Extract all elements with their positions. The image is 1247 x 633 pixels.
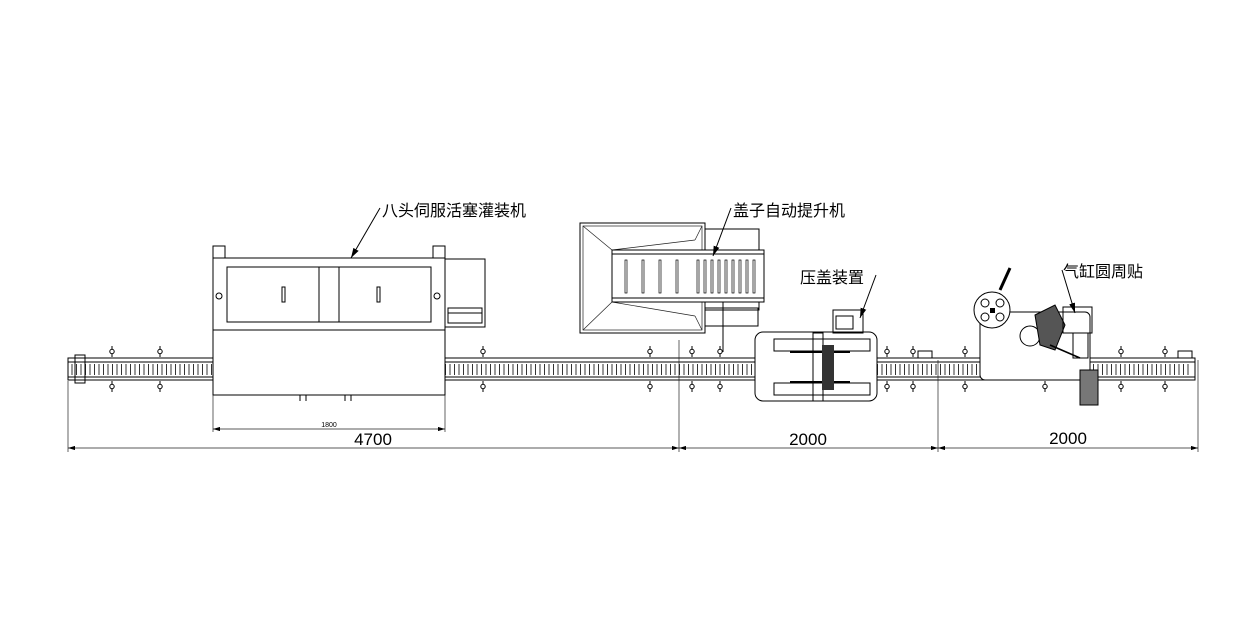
guide-bracket-knob xyxy=(1118,348,1124,355)
guide-bracket-knob xyxy=(717,348,723,355)
guide-bracket-knob xyxy=(717,383,723,390)
guide-bracket-knob xyxy=(910,348,916,355)
guide-bracket-knob xyxy=(647,348,653,355)
guide-bracket-knob xyxy=(884,348,890,355)
slat xyxy=(752,259,756,294)
cap-elevator-label: 盖子自动提升机 xyxy=(733,201,845,220)
guide-bracket-knob xyxy=(480,348,486,355)
labeler-label: 气缸圆周贴 xyxy=(1063,262,1143,281)
filler-label: 八头伺服活塞灌装机 xyxy=(382,201,526,220)
slat xyxy=(624,259,628,294)
guide-bracket-knob xyxy=(884,383,890,390)
dim-section-2: 2000 xyxy=(789,430,827,449)
capping-device xyxy=(754,309,878,402)
guide-bracket-knob xyxy=(480,383,486,390)
guide-bracket-knob xyxy=(910,383,916,390)
elevator-slats xyxy=(624,259,756,294)
guide-bracket-knob xyxy=(157,348,163,355)
guide-bracket-knob xyxy=(689,383,695,390)
guide-rail-brackets xyxy=(109,346,1168,392)
slat xyxy=(658,259,662,294)
dim-filler-width: 1800 xyxy=(321,422,337,429)
guide-bracket-knob xyxy=(109,383,115,390)
slat xyxy=(724,259,728,294)
dim-section-3: 2000 xyxy=(1049,429,1087,448)
guide-bracket-knob xyxy=(1118,383,1124,390)
slat xyxy=(717,259,721,294)
guide-bracket-knob xyxy=(1162,383,1168,390)
guide-bracket-knob xyxy=(647,383,653,390)
capping-leader xyxy=(859,274,877,319)
guide-bracket-knob xyxy=(157,383,163,390)
cylinder-wrap-labeler xyxy=(973,267,1099,406)
slat xyxy=(696,259,700,294)
guide-bracket-knob xyxy=(1042,383,1048,390)
guide-bracket-knob xyxy=(109,348,115,355)
capping-label: 压盖装置 xyxy=(800,268,864,287)
elevator-leader xyxy=(712,207,732,257)
filler-leader xyxy=(350,207,381,259)
slat xyxy=(745,259,749,294)
dim-section-1: 4700 xyxy=(354,430,392,449)
dimension-lines xyxy=(67,340,1199,452)
slat xyxy=(703,259,707,294)
guide-bracket-knob xyxy=(1162,348,1168,355)
guide-bracket-knob xyxy=(962,348,968,355)
slat xyxy=(710,259,714,294)
slat xyxy=(731,259,735,294)
labeler-leader xyxy=(1061,269,1076,314)
slat xyxy=(675,259,679,294)
guide-bracket-knob xyxy=(962,383,968,390)
cap-elevator-machine xyxy=(579,222,765,352)
piston-filler-machine xyxy=(212,245,486,401)
slat xyxy=(641,259,645,294)
slat xyxy=(738,259,742,294)
guide-bracket-knob xyxy=(689,348,695,355)
